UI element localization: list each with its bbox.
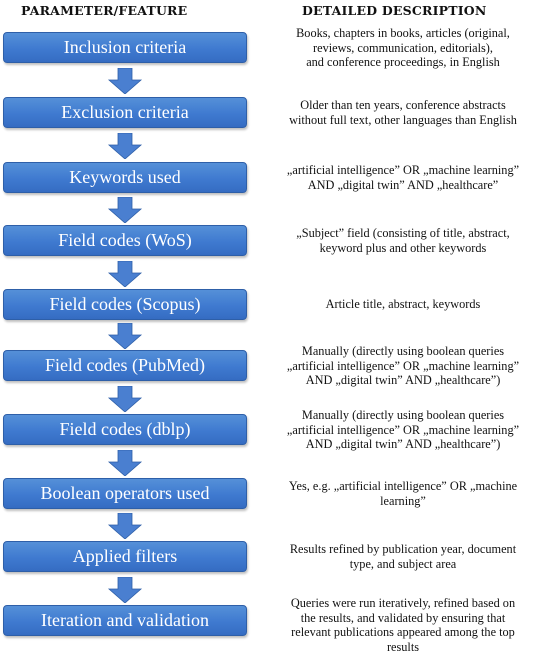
description-text: Article title, abstract, keywords: [325, 297, 481, 311]
parameter-box: Boolean operators used: [3, 478, 247, 509]
down-arrow-icon: [107, 197, 143, 223]
parameter-box: Field codes (PubMed): [3, 350, 247, 381]
parameter-box: Inclusion criteria: [3, 32, 247, 63]
parameter-box: Exclusion criteria: [3, 97, 247, 128]
down-arrow-icon: [107, 576, 143, 603]
description-text: Results refined by publication year, doc…: [289, 542, 517, 571]
description-column-header: DETAILED DESCRIPTION: [302, 3, 487, 18]
down-arrow-icon: [107, 513, 143, 539]
description-text: „artificial intelligence” OR „machine le…: [286, 163, 520, 192]
description-text: Manually (directly using boolean queries…: [286, 408, 520, 451]
down-arrow-icon: [107, 68, 143, 94]
description-text: Yes, e.g. „artificial intelligence” OR „…: [288, 479, 518, 508]
parameter-box: Keywords used: [3, 162, 247, 193]
parameter-box: Field codes (Scopus): [3, 289, 247, 320]
description-text: Older than ten years, conference abstrac…: [289, 98, 517, 127]
down-arrow-icon: [107, 133, 143, 159]
down-arrow-icon: [107, 323, 143, 349]
description-text: „Subject” field (consisting of title, ab…: [296, 226, 510, 255]
description-text: Manually (directly using boolean queries…: [286, 344, 520, 387]
parameter-box: Field codes (WoS): [3, 225, 247, 256]
down-arrow-icon: [107, 385, 143, 412]
description-text: Queries were run iteratively, refined ba…: [290, 596, 516, 654]
parameter-box: Iteration and validation: [3, 605, 247, 636]
parameter-column-header: PARAMETER/FEATURE: [21, 3, 188, 18]
parameter-box: Field codes (dblp): [3, 414, 247, 445]
down-arrow-icon: [107, 449, 143, 476]
description-text: Books, chapters in books, articles (orig…: [296, 26, 510, 69]
parameter-box: Applied filters: [3, 541, 247, 572]
down-arrow-icon: [107, 260, 143, 287]
